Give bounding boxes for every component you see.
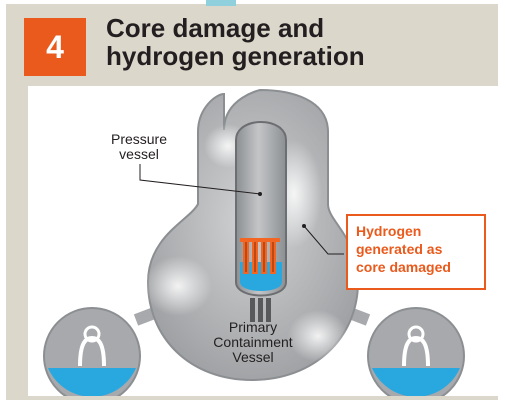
step-number: 4 [46, 28, 64, 65]
primary-containment-label: Primary Containment Vessel [198, 320, 308, 365]
pressure-vessel-label: Pressure vessel [94, 132, 184, 162]
hydrogen-callout-line3: core damaged [356, 259, 451, 275]
control-rod-drives [250, 298, 271, 322]
left-suppression-chamber [43, 307, 141, 396]
primary-containment-label-line1: Primary [228, 319, 278, 335]
fuel-rods [240, 238, 280, 274]
diagram-panel: Pressure vessel Hydrogen generated as co… [28, 86, 498, 396]
step-number-badge: 4 [24, 18, 86, 76]
page-title: Core damage and hydrogen generation [106, 14, 486, 70]
hydrogen-leader [303, 225, 344, 255]
pressure-vessel-label-line2: vessel [119, 146, 159, 162]
title-line-2: hydrogen generation [106, 41, 365, 71]
hydrogen-callout-line2: generated as [356, 241, 443, 257]
hydrogen-cloud [288, 310, 348, 362]
pressure-vessel-label-line1: Pressure [110, 131, 168, 147]
hydrogen-callout: Hydrogen generated as core damaged [346, 214, 486, 290]
reactor-diagram [43, 88, 465, 396]
hydrogen-callout-line1: Hydrogen [356, 223, 422, 239]
hydrogen-cloud [144, 256, 212, 316]
title-line-1: Core damage and [106, 13, 325, 43]
top-connector-stripe [206, 0, 236, 6]
primary-containment-label-line2: Containment [213, 334, 293, 350]
right-suppression-chamber [367, 307, 465, 396]
primary-containment-label-line3: Vessel [232, 349, 274, 365]
pressure-vessel-leader [139, 164, 261, 195]
